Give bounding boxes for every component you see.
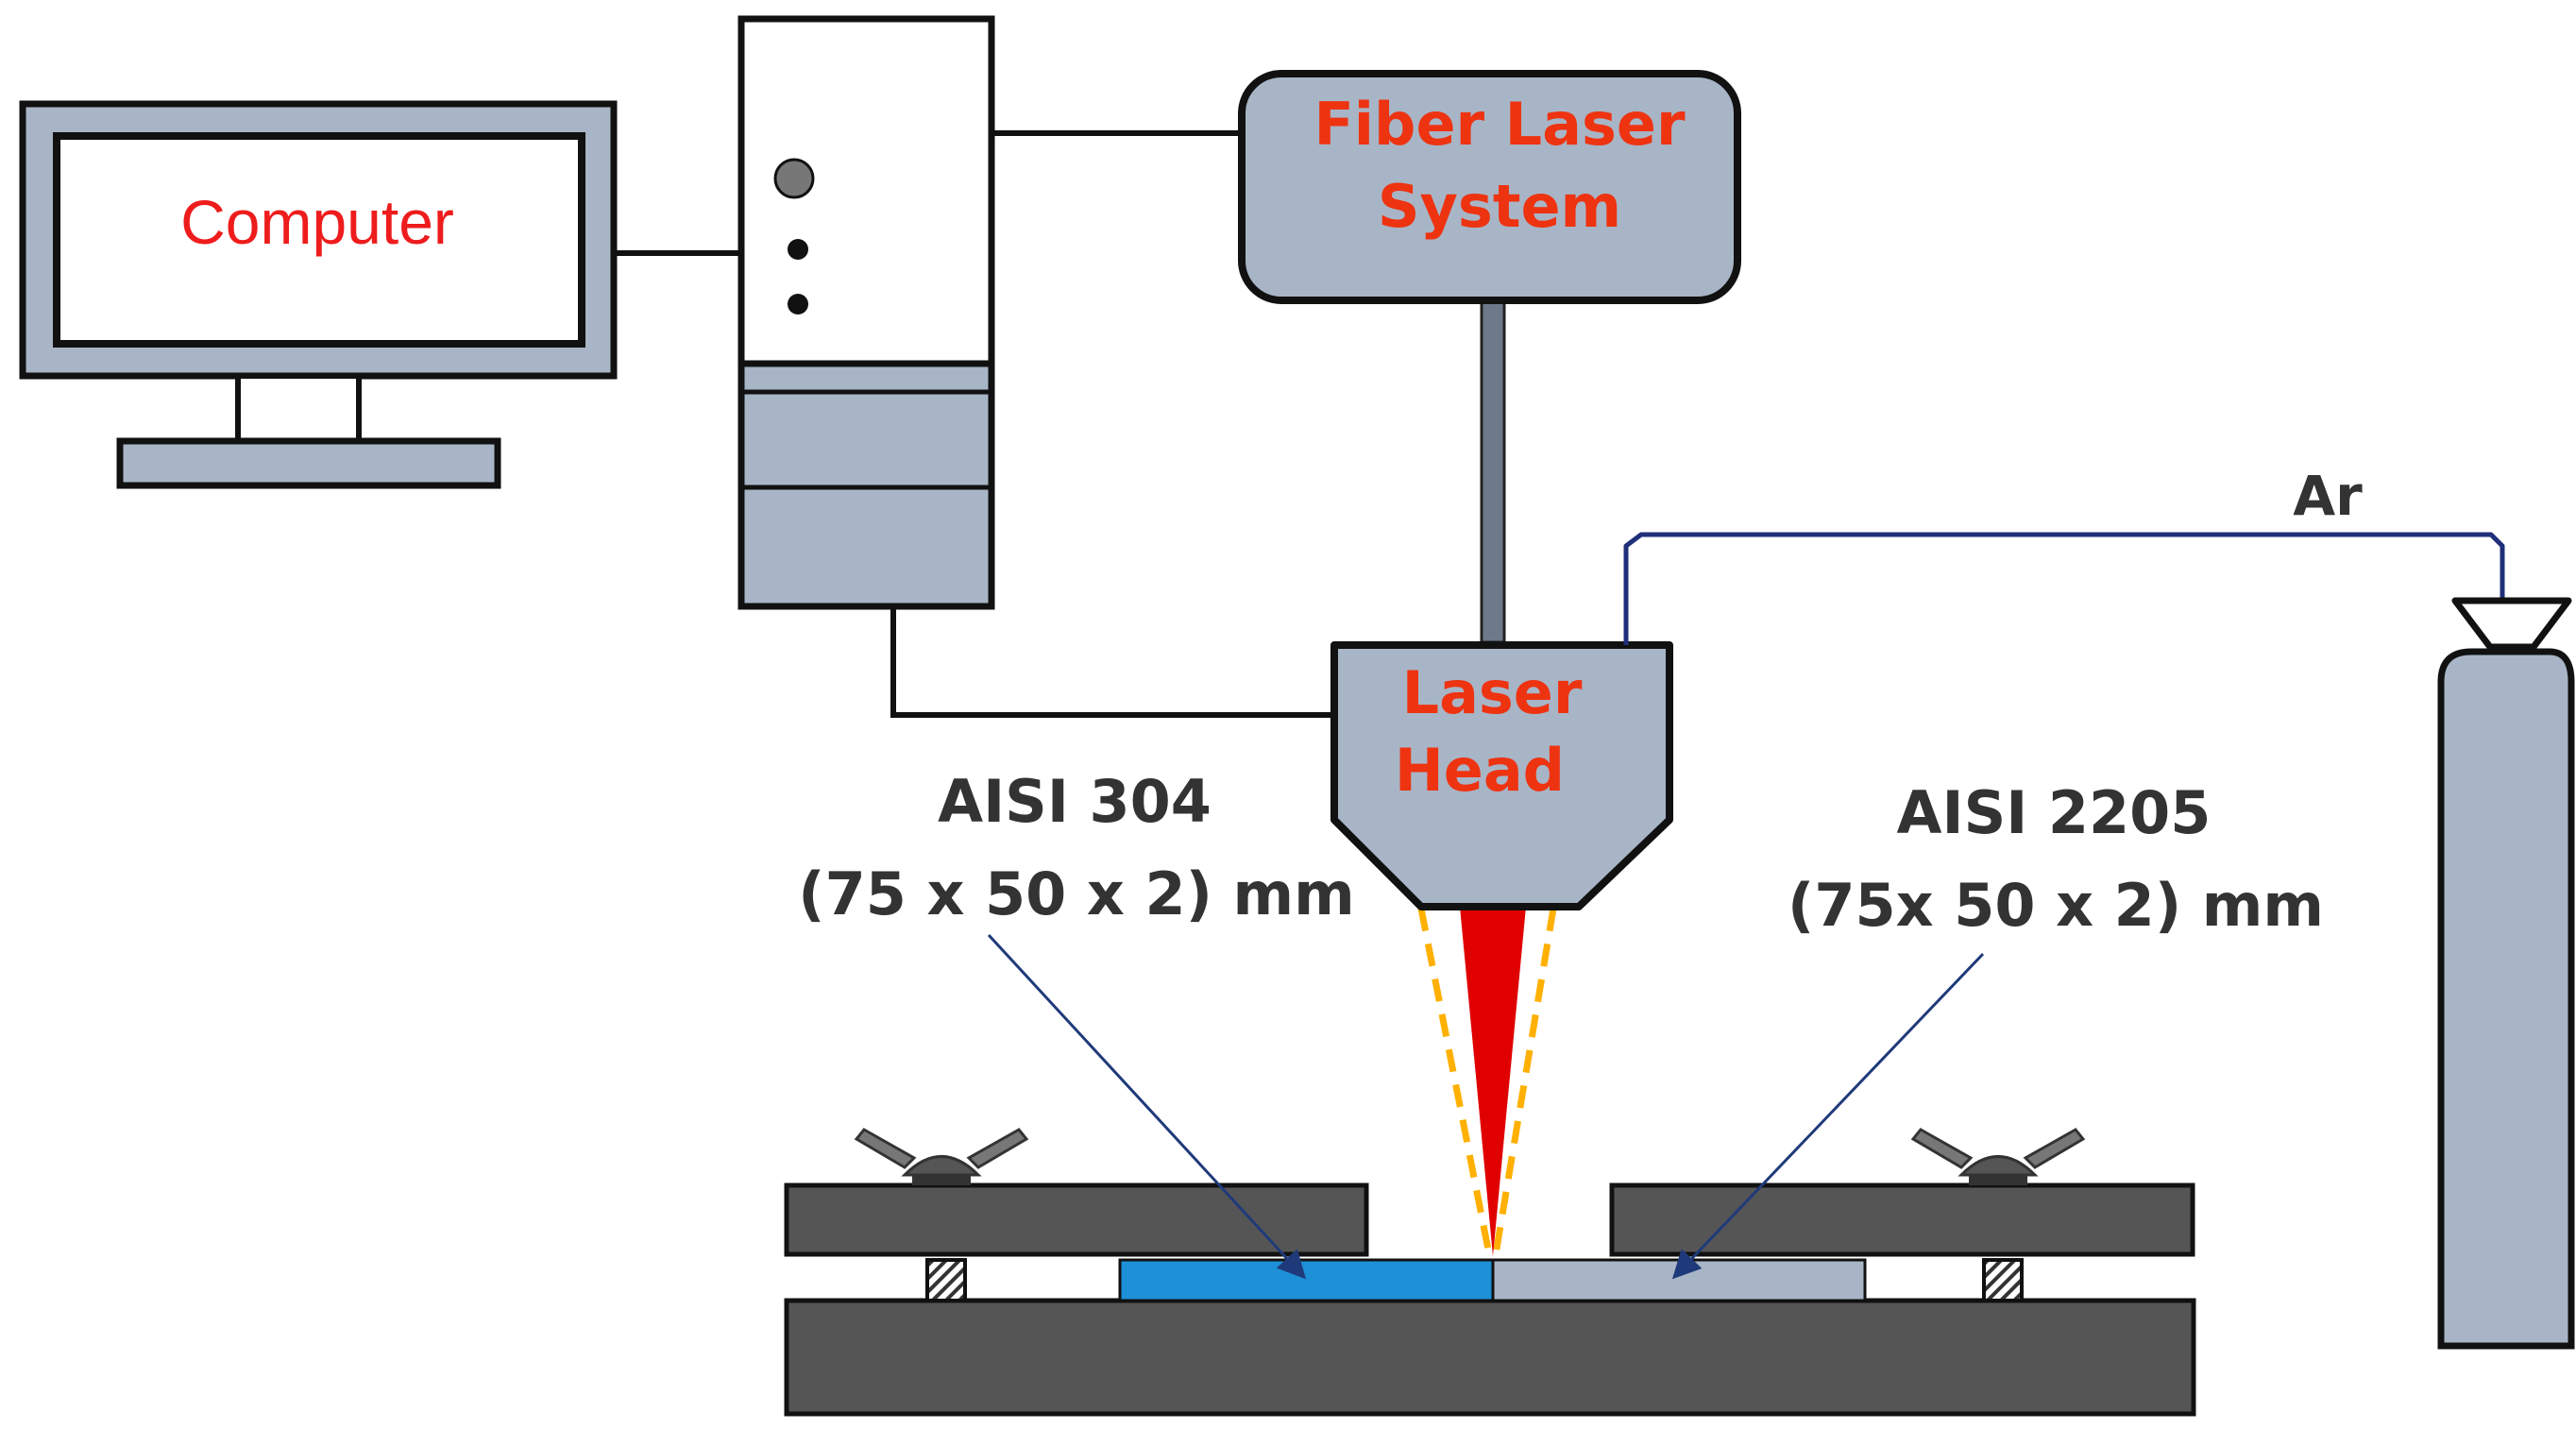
plate-304-label-line2: (75 x 50 x 2) mm [798, 859, 1354, 928]
cable-tower-to-laser-head [890, 606, 1336, 718]
wing-nut-left-icon [854, 1128, 1029, 1185]
laser-beam [1460, 907, 1526, 1256]
laser-head-label-line1: Laser [1402, 658, 1583, 727]
pc-tower [737, 15, 995, 610]
argon-gas-line [1623, 532, 2505, 647]
laser-head-label-line2: Head [1395, 736, 1565, 805]
spacer-right [1982, 1258, 2024, 1302]
indicator-dot-icon [788, 239, 808, 260]
argon-label: Ar [2293, 464, 2363, 528]
pointer-arrow-304 [987, 933, 1307, 1280]
clamp-bar-right [1609, 1182, 2195, 1257]
laser-head [1330, 641, 1673, 910]
plate-2205-label-line2: (75x 50 x 2) mm [1788, 871, 2324, 940]
computer-label: Computer [180, 187, 454, 257]
argon-gas-cylinder [2437, 597, 2575, 1350]
laser-system-label-line2: System [1378, 172, 1621, 241]
power-button-icon [773, 158, 815, 199]
fixture-base [784, 1298, 2196, 1417]
spacer-left [925, 1258, 967, 1302]
shield-gas-cone [1417, 908, 1557, 1255]
plate-aisi-304 [1118, 1258, 1495, 1302]
clamp-bar-left [784, 1182, 1369, 1257]
fiber-cable [1480, 298, 1506, 644]
fiber-laser-system-box [1238, 70, 1741, 304]
indicator-dot-icon [788, 294, 808, 315]
plate-aisi-2205 [1491, 1258, 1867, 1302]
pointer-arrow-2205 [1671, 952, 1985, 1280]
computer-monitor [19, 100, 618, 489]
wing-nut-right-icon [1910, 1128, 2086, 1185]
plate-2205-label-line1: AISI 2205 [1897, 778, 2212, 847]
laser-system-label-line1: Fiber Laser [1313, 90, 1685, 159]
plate-304-label-line1: AISI 304 [938, 767, 1212, 836]
